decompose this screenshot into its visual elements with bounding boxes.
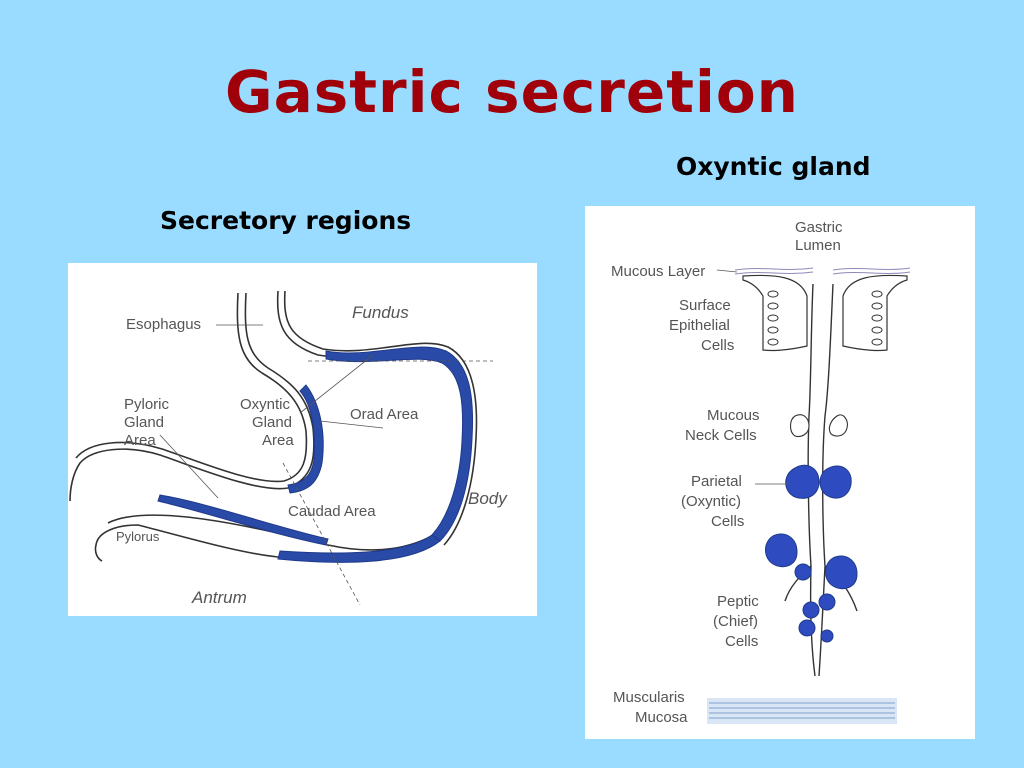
label-gastric: Gastric <box>795 219 843 236</box>
label-parietal: Parietal <box>691 473 742 490</box>
surface-epithelium <box>742 274 908 352</box>
label-body: Body <box>468 489 508 508</box>
chief-cells <box>794 563 836 643</box>
mucous-layer-lines <box>734 267 911 275</box>
label-antrum: Antrum <box>191 588 247 607</box>
outer-wall-2 <box>283 290 478 546</box>
leader-lines <box>159 324 384 499</box>
inner-wall <box>69 292 315 502</box>
label-chief: (Chief) <box>713 613 758 630</box>
label-cells-1: Cells <box>701 337 734 354</box>
right-epithelium <box>842 274 908 352</box>
lesser-curvature-lining <box>287 384 324 494</box>
gland-leader-lines <box>716 269 790 485</box>
label-epithelial: Epithelial <box>669 317 730 334</box>
label-esophagus: Esophagus <box>126 316 201 333</box>
region-boundaries <box>282 360 493 606</box>
label-muscularis: Muscularis <box>613 689 685 706</box>
secretory-regions-heading: Secretory regions <box>160 206 412 235</box>
tube-right-wall <box>818 283 834 677</box>
epithelial-nuclei <box>767 290 883 346</box>
label-peptic: Peptic <box>717 593 759 610</box>
label-orad: Orad Area <box>350 406 419 423</box>
left-epithelium <box>742 274 808 352</box>
parietal-cells <box>765 464 858 590</box>
pyloric-leader <box>159 434 219 499</box>
label-pyloric-2: Gland <box>124 414 164 431</box>
label-pyloric-1: Pyloric <box>124 396 170 413</box>
label-oxyntic: (Oxyntic) <box>681 493 741 510</box>
oxyntic-lining <box>157 346 474 563</box>
stomach-diagram-panel: Esophagus Fundus Pyloric Gland Area Oxyn… <box>68 263 537 616</box>
oxyntic-gland-diagram: Gastric Lumen Mucous Layer Surface Epith… <box>611 219 911 726</box>
label-fundus: Fundus <box>352 303 409 322</box>
label-surface: Surface <box>679 297 731 314</box>
stomach-diagram: Esophagus Fundus Pyloric Gland Area Oxyn… <box>69 290 508 607</box>
label-caudad: Caudad Area <box>288 503 376 520</box>
orad-leader <box>319 420 384 429</box>
mucous-neck-cells <box>789 414 848 438</box>
label-neck-cells: Neck Cells <box>685 427 757 444</box>
label-oxyntic-1: Oxyntic <box>240 396 291 413</box>
label-pylorus: Pylorus <box>116 529 160 544</box>
antrum-boundary <box>282 462 361 606</box>
label-lumen: Lumen <box>795 237 841 254</box>
slide-title: Gastric secretion <box>225 58 799 126</box>
label-oxyntic-2: Gland <box>252 414 292 431</box>
antrum-lining <box>157 494 329 546</box>
label-oxyntic-3: Area <box>262 432 294 449</box>
label-mucous: Mucous <box>707 407 760 424</box>
greater-curvature-lining <box>277 534 441 563</box>
oxyntic-leader <box>299 354 374 414</box>
inner-wall-2 <box>75 292 308 483</box>
label-cells-2: Cells <box>711 513 744 530</box>
oxyntic-gland-heading: Oxyntic gland <box>676 152 871 181</box>
muscularis-band <box>707 698 897 724</box>
label-cells-3: Cells <box>725 633 758 650</box>
oxyntic-gland-panel: Gastric Lumen Mucous Layer Surface Epith… <box>585 206 975 739</box>
label-pyloric-3: Area <box>124 432 156 449</box>
label-mucous-layer: Mucous Layer <box>611 263 705 280</box>
label-mucosa: Mucosa <box>635 709 688 726</box>
